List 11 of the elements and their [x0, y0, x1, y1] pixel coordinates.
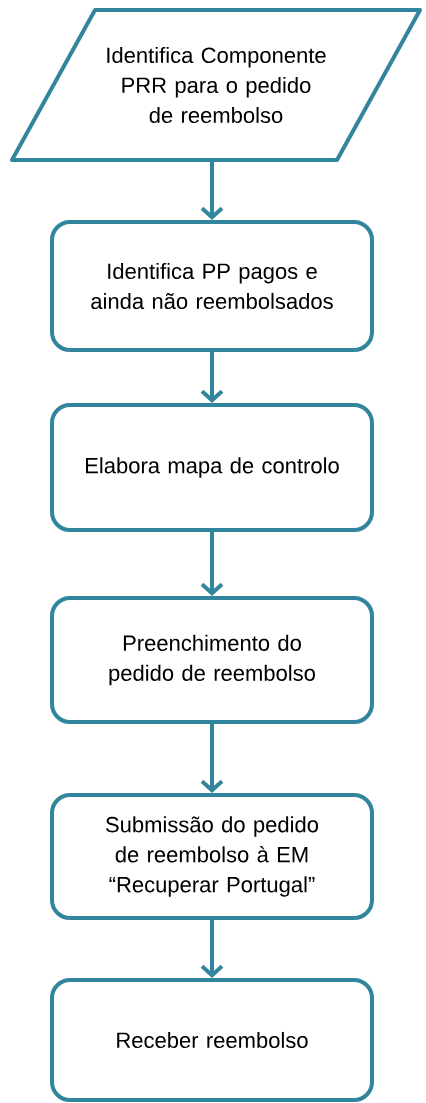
process-box: Submissão do pedido de reembolso à EM “Recuperar Portugal”	[50, 793, 374, 920]
arrow	[200, 532, 224, 596]
arrow	[200, 920, 224, 978]
process-box: Preenchimento do pedido de reembolso	[50, 596, 374, 724]
input-parallelogram: Identifica Componente PRR para o pedido de reembolso	[10, 8, 422, 162]
process-box: Receber reembolso	[50, 978, 374, 1102]
process-box: Identifica PP pagos e ainda não reembolsados	[50, 220, 374, 352]
arrow	[200, 352, 224, 403]
process-box: Elabora mapa de controlo	[50, 403, 374, 532]
arrow	[200, 724, 224, 793]
arrow	[200, 160, 224, 220]
